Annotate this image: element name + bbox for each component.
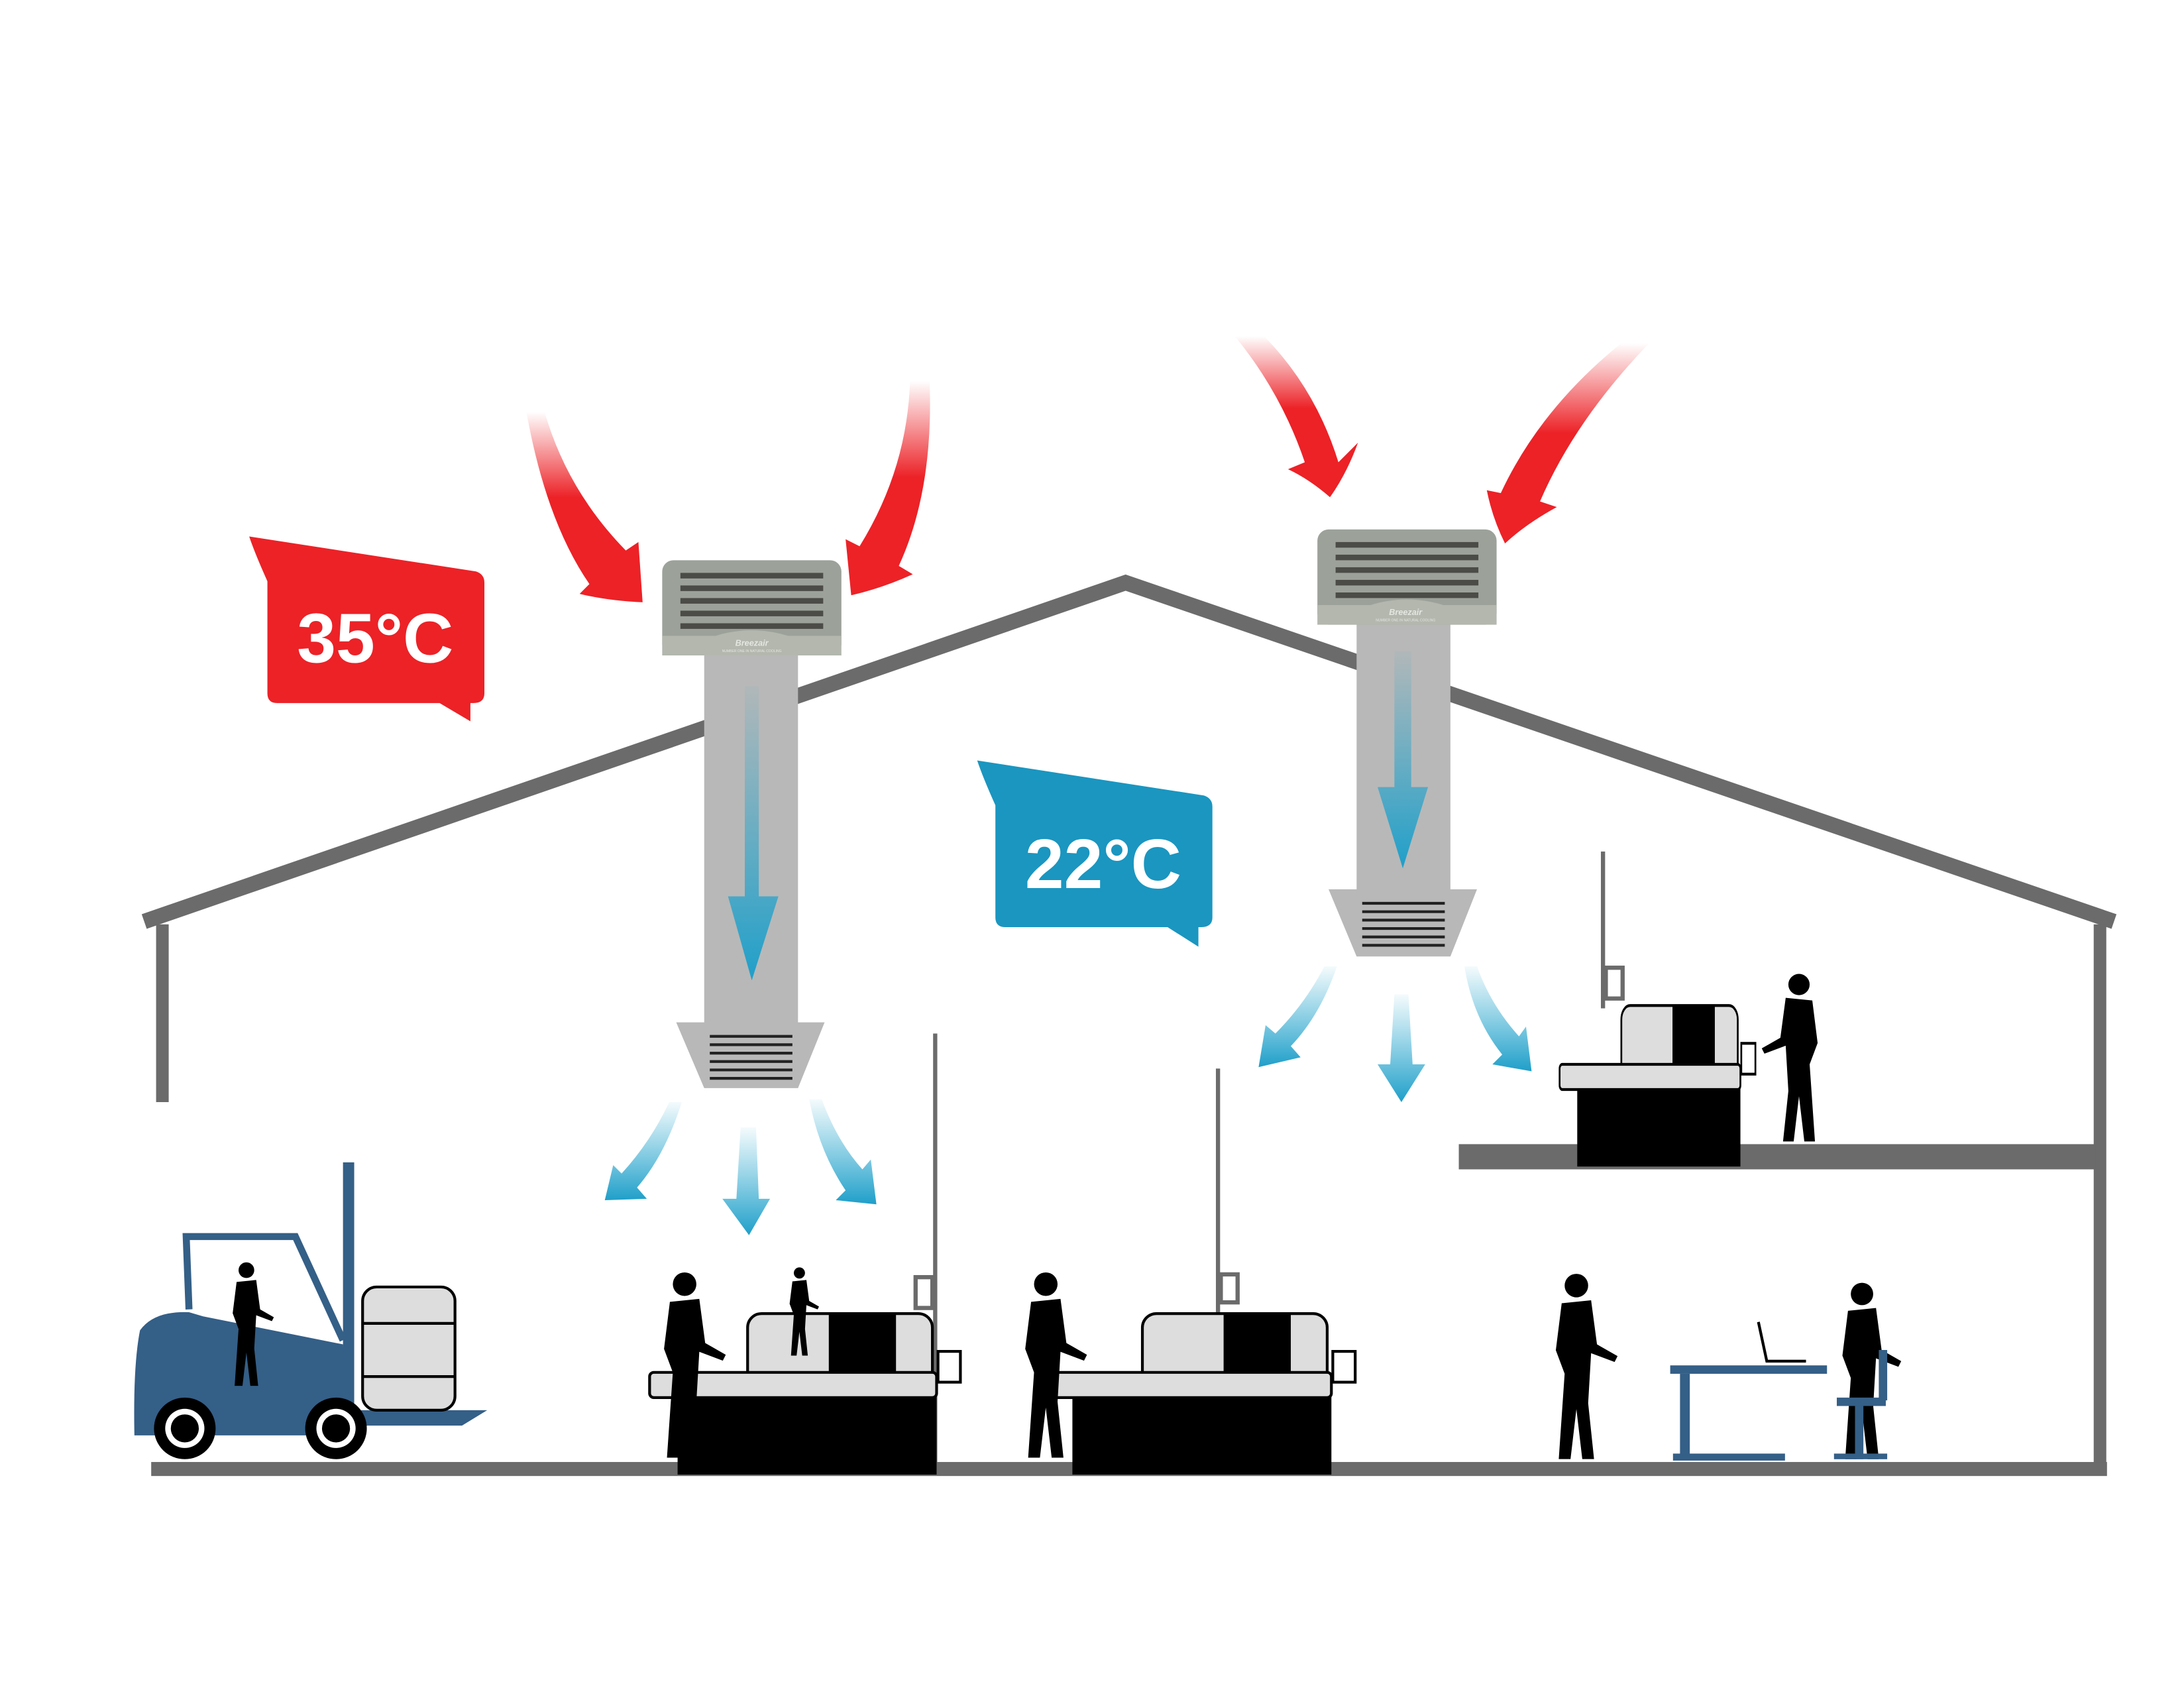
machine: [1044, 1314, 1355, 1475]
antenna-box: [1604, 966, 1625, 1001]
wheel: [154, 1397, 216, 1459]
roof: [141, 574, 2117, 929]
desk: [1670, 1350, 1888, 1461]
worker: [1555, 1274, 1618, 1459]
cool-air-arrow: [1378, 994, 1425, 1103]
cooler-brand-logo: Breezair: [736, 638, 769, 647]
cool-air-arrow: [728, 686, 779, 981]
hot-air-arrow: [526, 412, 643, 602]
antenna-box: [913, 1274, 935, 1310]
cool-air-arrow: [1258, 966, 1337, 1068]
diffuser: [1329, 889, 1478, 957]
forklift: [134, 1162, 488, 1459]
seated-worker: [1842, 1282, 1902, 1459]
cool-air-arrow: [722, 1127, 771, 1235]
chair: [1837, 1397, 1886, 1406]
wheel: [305, 1397, 367, 1459]
cooler-unit-1: Breezair NUMBER ONE IN NATURAL COOLING: [662, 560, 842, 1088]
inside-temperature-label: 22°C: [1025, 825, 1181, 903]
cargo-barrel: [361, 1285, 457, 1412]
cooler-brand-logo: Breezair: [1389, 608, 1423, 617]
hot-air-arrow: [1234, 336, 1358, 498]
cool-outflow-arrows: [604, 966, 1532, 1235]
cooler-tagline: NUMBER ONE IN NATURAL COOLING: [1376, 618, 1435, 622]
diffuser: [676, 1022, 825, 1088]
cool-air-arrow: [809, 1099, 877, 1205]
cool-air-arrow: [604, 1102, 682, 1200]
mezzanine: [1458, 1144, 2096, 1170]
hot-air-arrow: [1486, 343, 1649, 544]
cooler-unit-2: Breezair NUMBER ONE IN NATURAL COOLING: [1317, 529, 1497, 957]
cool-air-arrow: [1464, 966, 1532, 1072]
laptop: [1757, 1321, 1806, 1363]
inside-temperature-bubble: 22°C: [977, 760, 1213, 947]
hot-air-arrow: [846, 380, 930, 596]
hot-air-arrows: [526, 336, 1649, 602]
outside-temperature-bubble: 35°C: [249, 536, 485, 722]
antenna-box: [1219, 1272, 1240, 1305]
outside-temperature-label: 35°C: [297, 600, 453, 678]
cooler-tagline: NUMBER ONE IN NATURAL COOLING: [722, 649, 782, 653]
machine: [1560, 1005, 1755, 1166]
worker: [1761, 974, 1818, 1142]
cool-air-arrow: [1378, 651, 1429, 869]
